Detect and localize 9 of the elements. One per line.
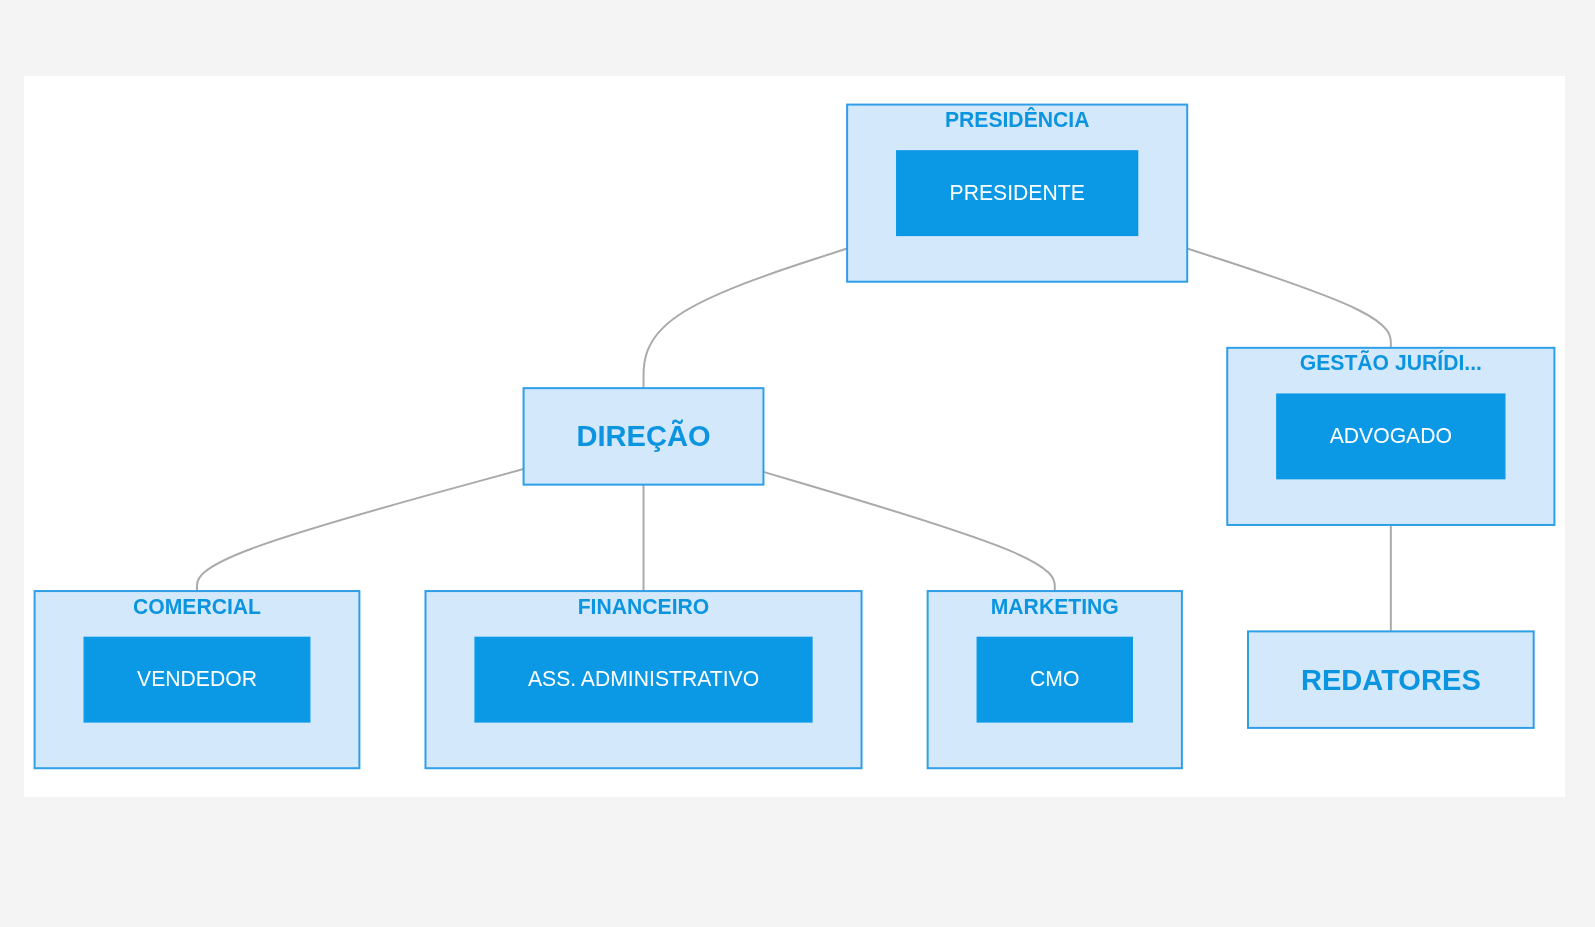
node-box: ADVOGADO <box>1276 393 1506 480</box>
node-box: PRESIDENTE <box>896 150 1139 237</box>
node-box: VENDEDOR <box>83 636 311 723</box>
node-box: REDATORES <box>1247 630 1535 729</box>
connector <box>642 483 645 593</box>
node-box: ASS. ADMINISTRATIVO <box>474 636 813 723</box>
node-box: CMO <box>976 636 1133 723</box>
connector <box>1389 524 1392 633</box>
node-box: DIREÇÃO <box>522 387 765 486</box>
